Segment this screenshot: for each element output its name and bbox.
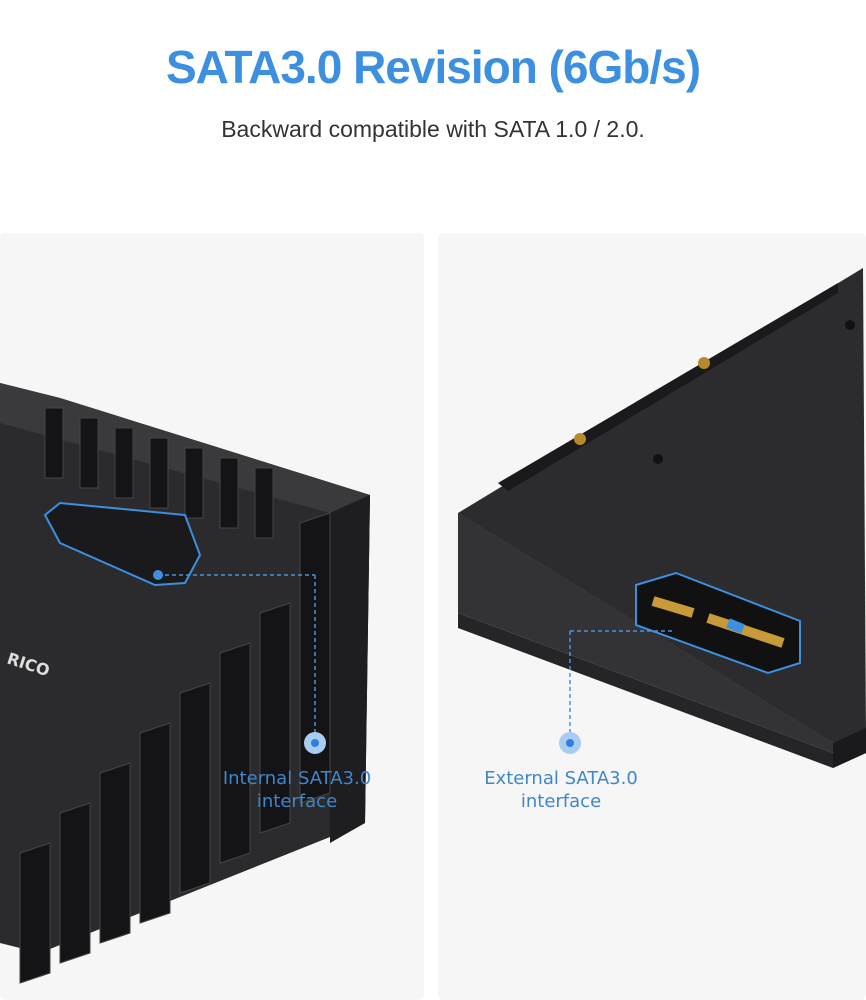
external-interface-label: External SATA3.0 interface [484, 768, 638, 812]
external-interface-panel: External SATA3.0 interface [438, 233, 866, 1000]
page-title: SATA3.0 Revision (6Gb/s) [165, 41, 701, 93]
tray-product-image: RICO [0, 383, 370, 984]
enclosure-product-image [458, 268, 866, 768]
internal-interface-panel: RICO Internal SATA3.0 interface [0, 233, 424, 1000]
internal-interface-label: Internal SATA3.0 interface [222, 768, 372, 812]
page-subtitle: Backward compatible with SATA 1.0 / 2.0. [221, 116, 645, 142]
